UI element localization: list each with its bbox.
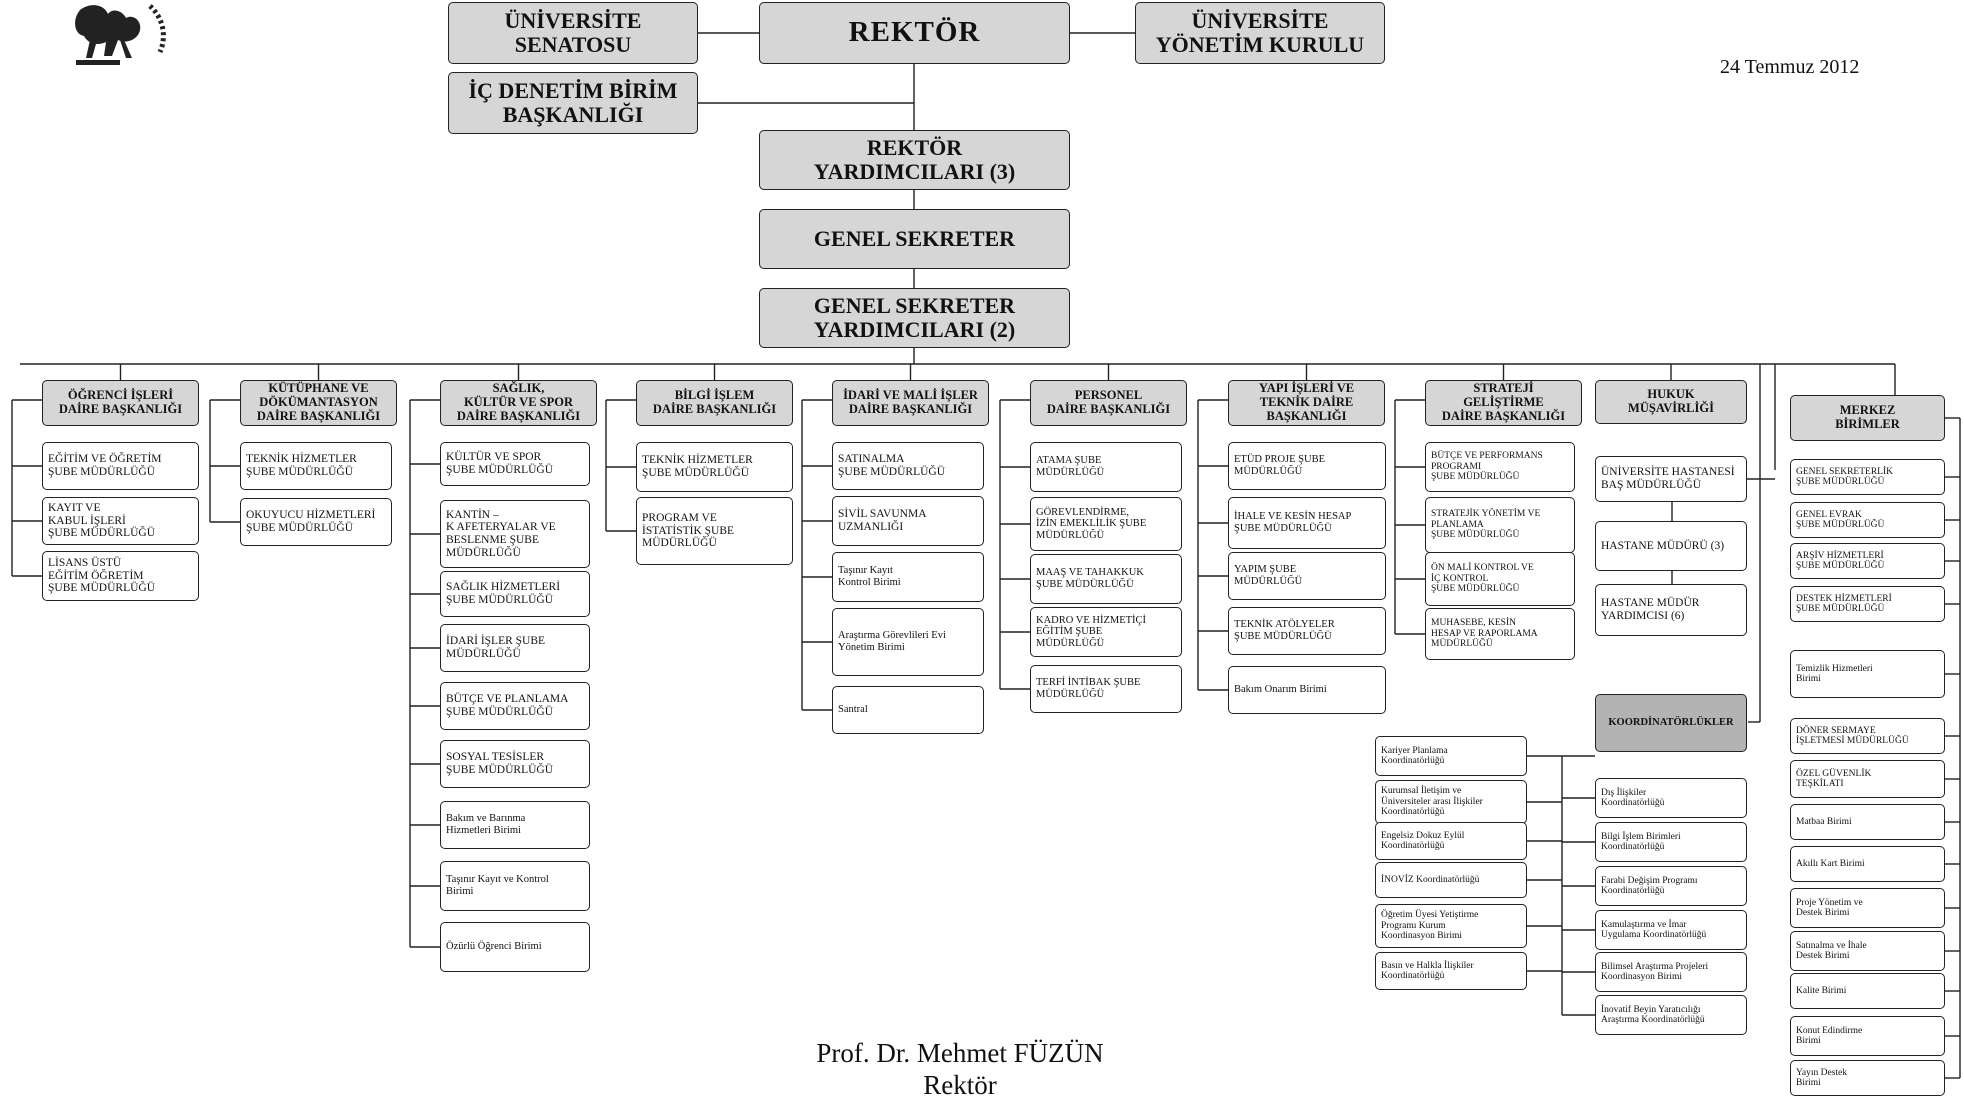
vice-rectors-box: REKTÖR YARDIMCILARI (3) (759, 130, 1070, 190)
coordinator-box: Kamulaştırma ve İmar Uygulama Koordinatö… (1595, 910, 1747, 950)
coordinators-header: KOORDİNATÖRLÜKLER (1595, 694, 1747, 752)
unit-box: Bakım Onarım Birimi (1228, 666, 1386, 714)
central-unit-box: ÖZEL GÜVENLİK TEŞKİLATI (1790, 760, 1945, 798)
document-date: 24 Temmuz 2012 (1720, 56, 1860, 78)
central-unit-box: ARŞİV HİZMETLERİ ŞUBE MÜDÜRLÜĞÜ (1790, 543, 1945, 579)
central-unit-box: Proje Yönetim ve Destek Birimi (1790, 888, 1945, 928)
unit-box: MAAŞ VE TAHAKKUK ŞUBE MÜDÜRLÜĞÜ (1030, 554, 1182, 604)
unit-box: KAYIT VE KABUL İŞLERİ ŞUBE MÜDÜRLÜĞÜ (42, 497, 199, 545)
unit-box: TEKNİK HİZMETLER ŞUBE MÜDÜRLÜĞÜ (636, 442, 793, 492)
hospital-unit-box: ÜNİVERSİTE HASTANESİ BAŞ MÜDÜRLÜĞÜ (1595, 456, 1747, 502)
unit-box: İDARİ İŞLER ŞUBE MÜDÜRLÜĞÜ (440, 624, 590, 672)
department-header: HUKUK MÜŞAVİRLİĞİ (1595, 380, 1747, 424)
central-unit-box: GENEL EVRAK ŞUBE MÜDÜRLÜĞÜ (1790, 502, 1945, 538)
department-header: SAĞLIK, KÜLTÜR VE SPOR DAİRE BAŞKANLIĞI (440, 380, 597, 426)
hospital-unit-box: HASTANE MÜDÜRÜ (3) (1595, 521, 1747, 571)
department-header: BİLGİ İŞLEM DAİRE BAŞKANLIĞI (636, 380, 793, 426)
department-header: STRATEJİ GELİŞTİRME DAİRE BAŞKANLIĞI (1425, 380, 1582, 426)
unit-box: TERFİ İNTİBAK ŞUBE MÜDÜRLÜĞÜ (1030, 665, 1182, 713)
central-unit-box: Matbaa Birimi (1790, 804, 1945, 840)
unit-box: TEKNİK HİZMETLER ŞUBE MÜDÜRLÜĞÜ (240, 442, 392, 490)
unit-box: OKUYUCU HİZMETLERİ ŞUBE MÜDÜRLÜĞÜ (240, 498, 392, 546)
coordinator-box: Kurumsal İletişim ve Üniversiteler arası… (1375, 780, 1527, 824)
unit-box: Taşınır Kayıt ve Kontrol Birimi (440, 861, 590, 911)
department-header: İDARİ VE MALİ İŞLER DAİRE BAŞKANLIĞI (832, 380, 989, 426)
unit-box: Bakım ve Barınma Hizmetleri Birimi (440, 801, 590, 849)
unit-box: YAPIM ŞUBE MÜDÜRLÜĞÜ (1228, 552, 1386, 600)
unit-box: İHALE VE KESİN HESAP ŞUBE MÜDÜRLÜĞÜ (1228, 497, 1386, 549)
coordinator-box: Bilgi İşlem Birimleri Koordinatörlüğü (1595, 822, 1747, 862)
unit-box: Santral (832, 686, 984, 734)
central-unit-box: Kalite Birimi (1790, 973, 1945, 1009)
central-unit-box: Yayın Destek Birimi (1790, 1060, 1945, 1096)
unit-box: Özürlü Öğrenci Birimi (440, 922, 590, 972)
central-unit-box: GENEL SEKRETERLİK ŞUBE MÜDÜRLÜĞÜ (1790, 459, 1945, 495)
rector-box: REKTÖR (759, 2, 1070, 64)
department-header: YAPI İŞLERİ VE TEKNİK DAİRE BAŞKANLIĞI (1228, 380, 1385, 426)
unit-box: LİSANS ÜSTÜ EĞİTİM ÖĞRETİM ŞUBE MÜDÜRLÜĞ… (42, 551, 199, 601)
internal-audit-box: İÇ DENETİM BİRİM BAŞKANLIĞI (448, 72, 698, 134)
university-board-box: ÜNİVERSİTE YÖNETİM KURULU (1135, 2, 1385, 64)
unit-box: BÜTÇE VE PERFORMANS PROGRAMI ŞUBE MÜDÜRL… (1425, 442, 1575, 492)
unit-box: KANTİN – K AFETERYALAR VE BESLENME ŞUBE … (440, 500, 590, 568)
signatory-name: Prof. Dr. Mehmet FÜZÜN (816, 1038, 1104, 1068)
unit-box: SAĞLIK HİZMETLERİ ŞUBE MÜDÜRLÜĞÜ (440, 571, 590, 617)
central-unit-box: Konut Edindirme Birimi (1790, 1016, 1945, 1056)
unit-box: MUHASEBE, KESİN HESAP VE RAPORLAMA MÜDÜR… (1425, 608, 1575, 660)
coordinator-box: İNOVİZ Koordinatörlüğü (1375, 862, 1527, 898)
department-header: KÜTÜPHANE VE DÖKÜMANTASYON DAİRE BAŞKANL… (240, 380, 397, 426)
unit-box: BÜTÇE VE PLANLAMA ŞUBE MÜDÜRLÜĞÜ (440, 682, 590, 730)
unit-box: SOSYAL TESİSLER ŞUBE MÜDÜRLÜĞÜ (440, 740, 590, 788)
coordinator-box: İnovatif Beyin Yaratıcılığı Araştırma Ko… (1595, 995, 1747, 1035)
central-units-header: MERKEZ BİRİMLER (1790, 395, 1945, 441)
unit-box: ÖN MALİ KONTROL VE İÇ KONTROL ŞUBE MÜDÜR… (1425, 552, 1575, 606)
unit-box: ETÜD PROJE ŞUBE MÜDÜRLÜĞÜ (1228, 442, 1386, 490)
unit-box: KADRO VE HİZMETİÇİ EĞİTİM ŞUBE MÜDÜRLÜĞÜ (1030, 607, 1182, 657)
coordinator-box: Basın ve Halkla İlişkiler Koordinatörlüğ… (1375, 952, 1527, 990)
central-unit-box: DESTEK HİZMETLERİ ŞUBE MÜDÜRLÜĞÜ (1790, 586, 1945, 622)
unit-box: GÖREVLENDİRME, İZİN EMEKLİLİK ŞUBE MÜDÜR… (1030, 497, 1182, 551)
coordinator-box: Bilimsel Araştırma Projeleri Koordinasyo… (1595, 952, 1747, 992)
unit-box: SİVİL SAVUNMA UZMANLIĞI (832, 496, 984, 546)
unit-box: TEKNİK ATÖLYELER ŞUBE MÜDÜRLÜĞÜ (1228, 607, 1386, 655)
unit-box: ATAMA ŞUBE MÜDÜRLÜĞÜ (1030, 442, 1182, 492)
unit-box: PROGRAM VE İSTATİSTİK ŞUBE MÜDÜRLÜĞÜ (636, 497, 793, 565)
coordinator-box: Farabi Değişim Programı Koordinatörlüğü (1595, 866, 1747, 906)
deputy-secretaries-box: GENEL SEKRETER YARDIMCILARI (2) (759, 288, 1070, 348)
university-senate-box: ÜNİVERSİTE SENATOSU (448, 2, 698, 64)
unit-box: SATINALMA ŞUBE MÜDÜRLÜĞÜ (832, 442, 984, 490)
signature-block: Prof. Dr. Mehmet FÜZÜN Rektör (720, 1037, 1200, 1102)
coordinator-box: Engelsiz Dokuz Eylül Koordinatörlüğü (1375, 822, 1527, 860)
unit-box: Taşınır Kayıt Kontrol Birimi (832, 552, 984, 602)
department-header: ÖĞRENCİ İŞLERİ DAİRE BAŞKANLIĞI (42, 380, 199, 426)
unit-box: Araştırma Görevlileri Evi Yönetim Birimi (832, 608, 984, 676)
signatory-title: Rektör (923, 1070, 997, 1101)
coordinator-box: Dış İlişkiler Koordinatörlüğü (1595, 778, 1747, 818)
central-unit-box: DÖNER SERMAYE İŞLETMESİ MÜDÜRLÜĞÜ (1790, 718, 1945, 754)
university-logo (75, 4, 166, 65)
coordinator-box: Öğretim Üyesi Yetiştirme Programı Kurum … (1375, 904, 1527, 948)
coordinator-box: Kariyer Planlama Koordinatörlüğü (1375, 736, 1527, 776)
unit-box: STRATEJİK YÖNETİM VE PLANLAMA ŞUBE MÜDÜR… (1425, 497, 1575, 553)
central-unit-box: Akıllı Kart Birimi (1790, 846, 1945, 882)
central-unit-box: Temizlik Hizmetleri Birimi (1790, 650, 1945, 698)
unit-box: KÜLTÜR VE SPOR ŞUBE MÜDÜRLÜĞÜ (440, 442, 590, 486)
department-header: PERSONEL DAİRE BAŞKANLIĞI (1030, 380, 1187, 426)
unit-box: EĞİTİM VE ÖĞRETİM ŞUBE MÜDÜRLÜĞÜ (42, 442, 199, 490)
secretary-general-box: GENEL SEKRETER (759, 209, 1070, 269)
hospital-unit-box: HASTANE MÜDÜR YARDIMCISI (6) (1595, 584, 1747, 636)
central-unit-box: Satınalma ve İhale Destek Birimi (1790, 931, 1945, 971)
